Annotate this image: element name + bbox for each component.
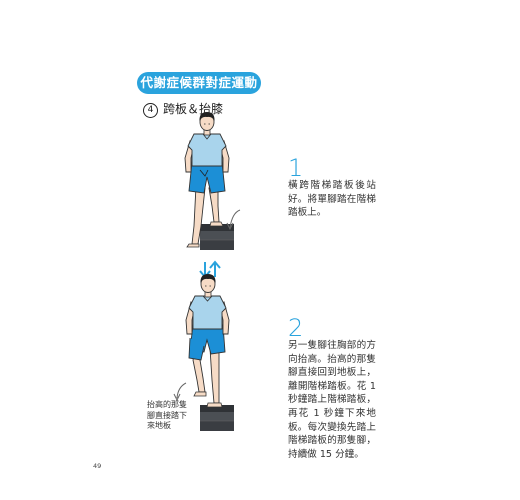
curved-arrow-icon bbox=[229, 209, 241, 229]
figure-2-knee-raise bbox=[185, 274, 234, 431]
knee-raise-caption: 抬高的那隻腳直接踏下來地板 bbox=[147, 400, 187, 430]
step-board-1 bbox=[200, 224, 234, 250]
step-2-text: 另一隻腳往胸部的方向抬高。抬高的那隻腳直接回到地板上，離開階梯踏板。花 1 秒鐘… bbox=[288, 340, 376, 460]
figure-1-stepping-on-board bbox=[184, 112, 234, 250]
step-board-2 bbox=[200, 405, 234, 431]
step-1-text: 橫跨階梯踏板後站好。將單腳踏在階梯踏板上。 bbox=[288, 180, 376, 219]
step-1-number: 1 bbox=[288, 154, 304, 182]
curved-arrow-icon-2 bbox=[176, 382, 187, 399]
section-title-badge: 代謝症候群對症運動 bbox=[137, 72, 261, 94]
exercise-title: 4 跨板＆抬膝 bbox=[143, 100, 223, 118]
page-number: 49 bbox=[93, 462, 102, 470]
exercise-number-badge: 4 bbox=[143, 103, 158, 118]
exercise-title-text: 跨板＆抬膝 bbox=[163, 102, 224, 116]
step-2-number: 2 bbox=[288, 314, 304, 342]
